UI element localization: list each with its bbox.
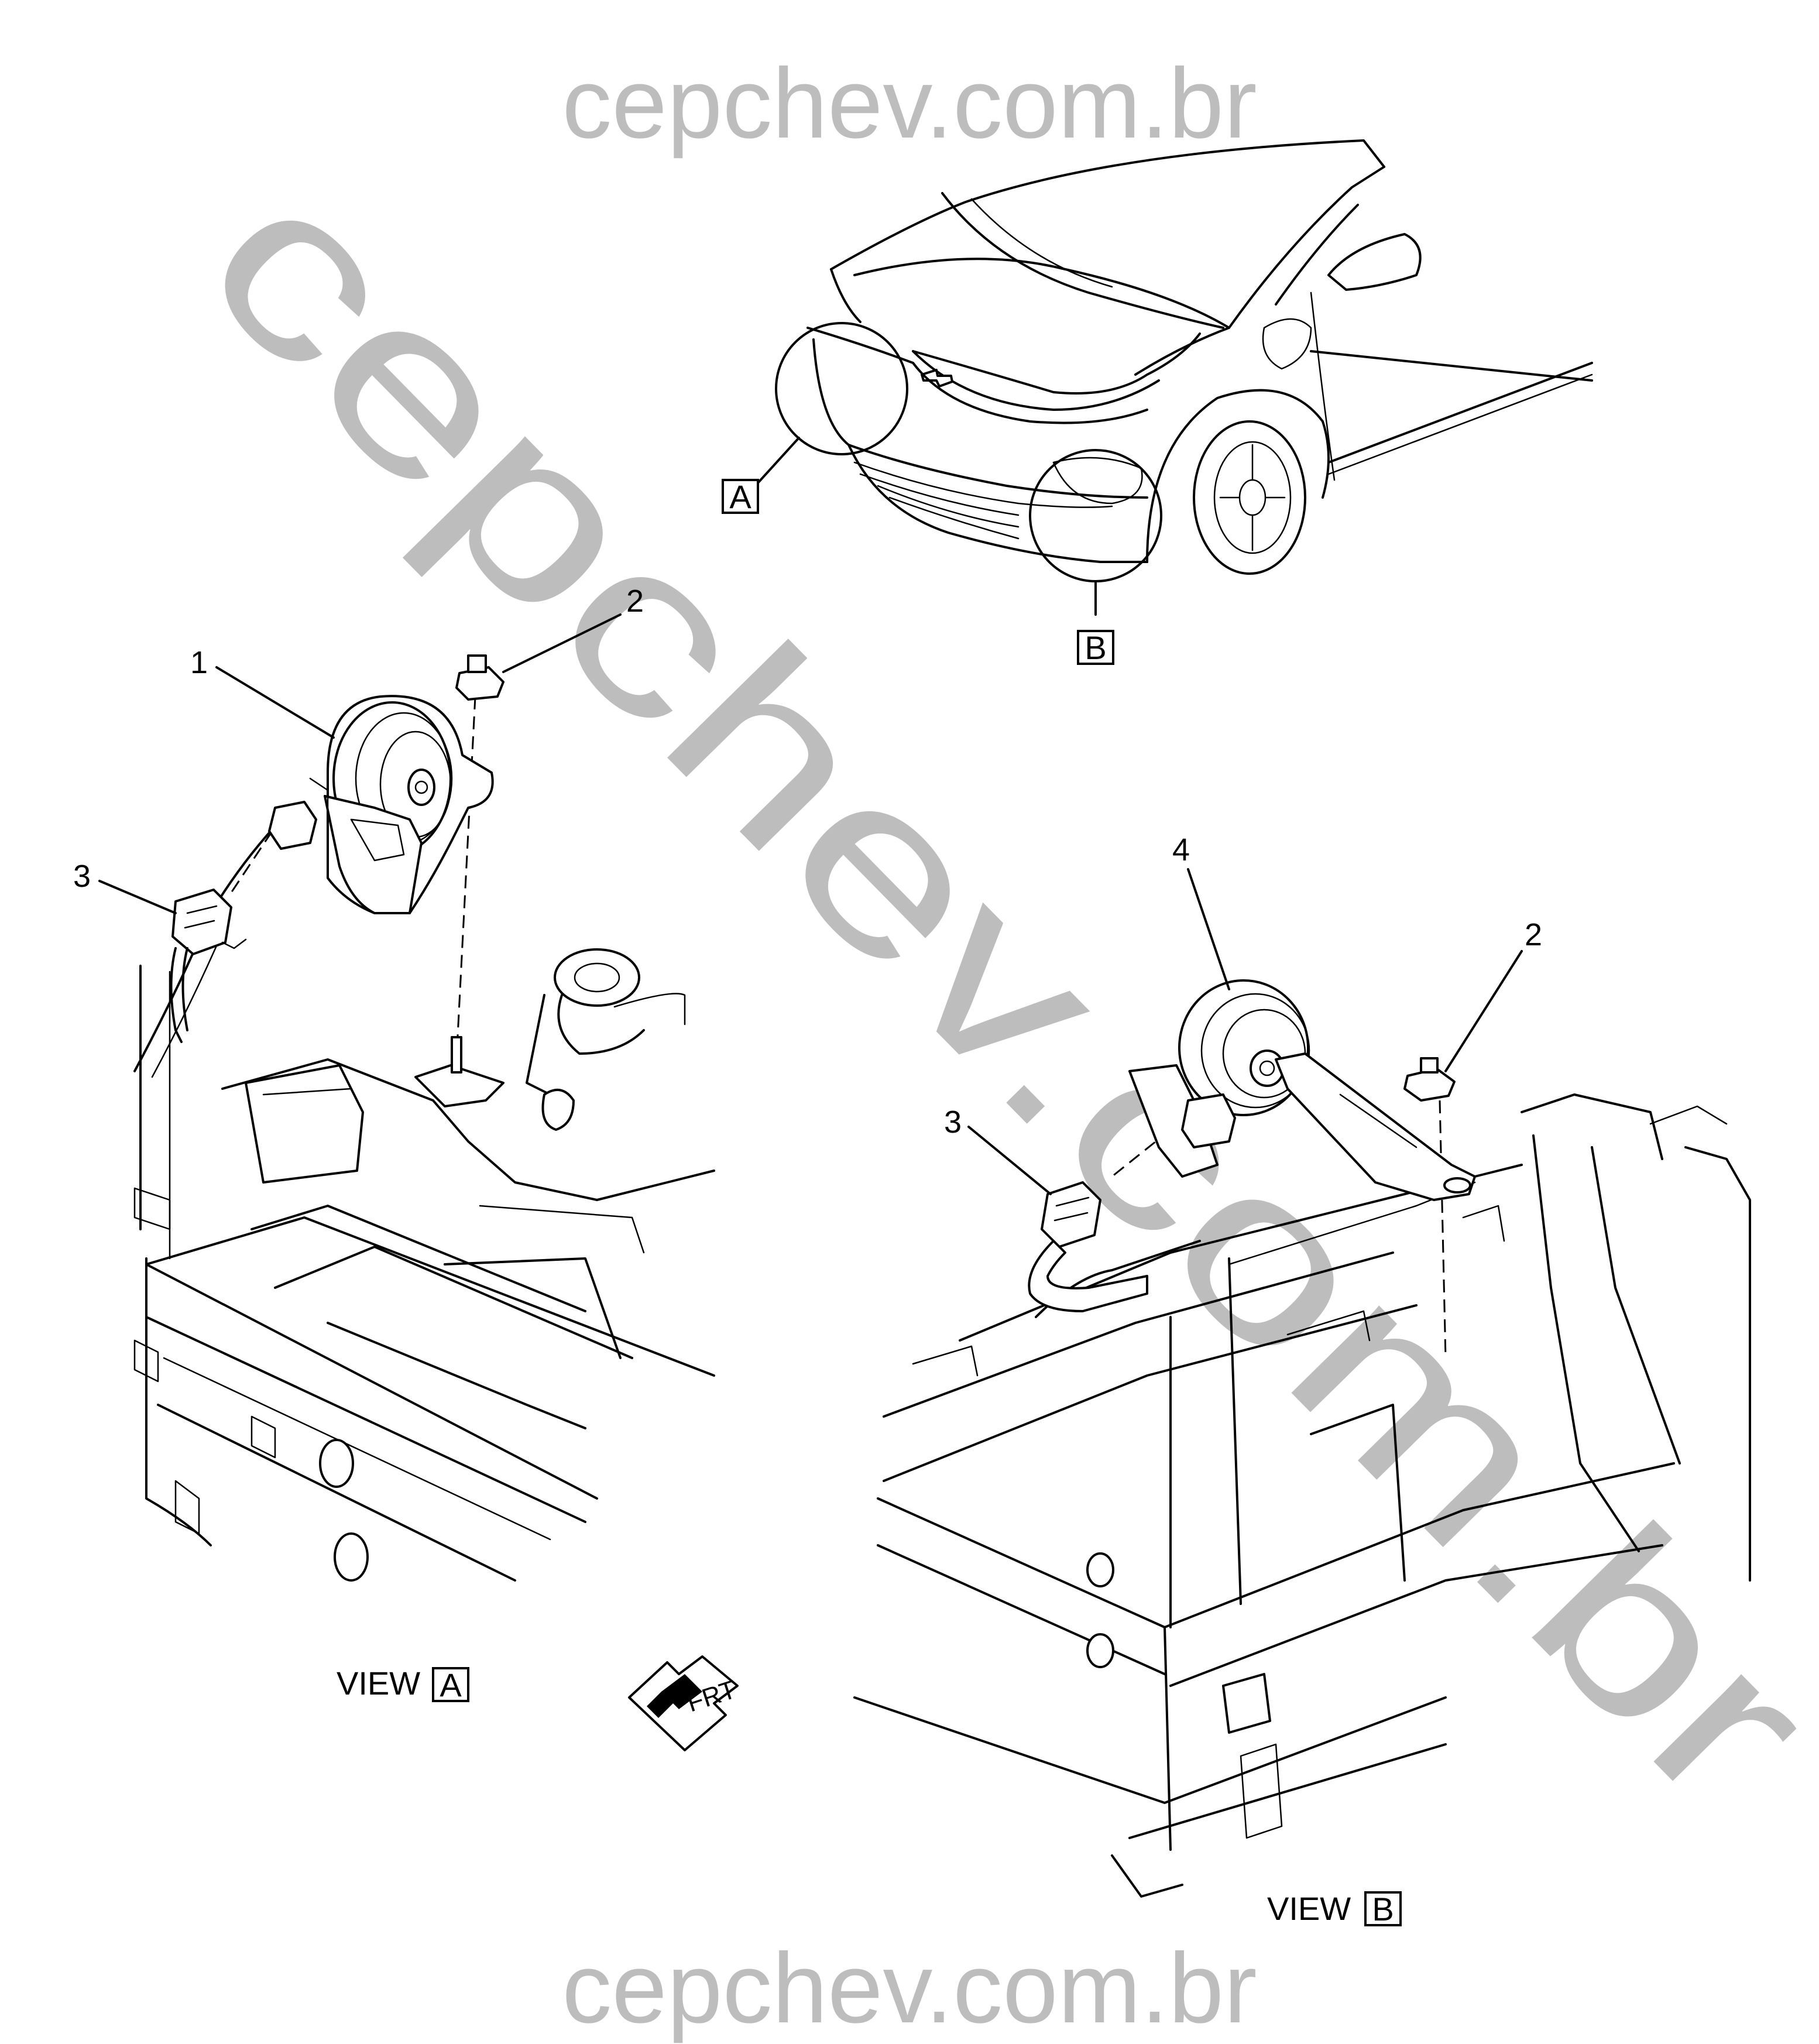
svg-text:A: A xyxy=(729,478,751,515)
svg-text:2: 2 xyxy=(626,584,644,619)
view-b-nut-mounting-line xyxy=(1439,1100,1447,1359)
callout-3-view-a: 3 xyxy=(73,859,177,914)
svg-text:A: A xyxy=(440,1666,462,1703)
callout-1-view-a: 1 xyxy=(190,645,335,739)
callout-2-view-b: 2 xyxy=(1444,917,1542,1072)
svg-text:3: 3 xyxy=(73,859,91,894)
callout-3-view-b: 3 xyxy=(944,1105,1052,1195)
view-b-label: VIEW B xyxy=(1267,1890,1402,1928)
view-a-label: VIEW A xyxy=(337,1665,469,1703)
svg-text:4: 4 xyxy=(1172,832,1190,867)
svg-text:2: 2 xyxy=(1525,917,1542,952)
front-direction-arrow: FRT xyxy=(628,1655,740,1751)
watermark-top: cepchev.com.br xyxy=(562,48,1257,159)
svg-text:VIEW: VIEW xyxy=(1267,1890,1351,1927)
svg-text:3: 3 xyxy=(944,1105,962,1140)
detail-label-b: B xyxy=(1077,629,1114,666)
view-a-connector-line xyxy=(230,831,273,893)
view-a-nut-mounting-line xyxy=(457,696,476,1037)
svg-text:VIEW: VIEW xyxy=(337,1665,420,1702)
watermark-diagonal: cepchev.com.br xyxy=(157,126,1819,1856)
detail-circle-a xyxy=(775,322,908,455)
view-a-structure xyxy=(133,807,715,1582)
view-b-structure xyxy=(853,1093,1751,1898)
horn-view-b xyxy=(1128,979,1476,1201)
vehicle-front-illustration xyxy=(757,139,1593,616)
svg-text:B: B xyxy=(1372,1891,1394,1928)
callout-4-view-b: 4 xyxy=(1172,832,1230,990)
harness-connector-view-a xyxy=(170,889,247,1043)
nut-view-a xyxy=(455,654,504,701)
nut-view-b xyxy=(1403,1057,1456,1102)
watermark-bottom: cepchev.com.br xyxy=(562,1933,1257,2044)
detail-label-a: A xyxy=(722,478,759,515)
callout-2-view-a: 2 xyxy=(502,584,644,673)
svg-text:1: 1 xyxy=(190,645,208,680)
horn-view-a xyxy=(268,695,494,914)
harness-connector-view-b xyxy=(1028,1181,1148,1312)
svg-text:B: B xyxy=(1084,629,1106,666)
